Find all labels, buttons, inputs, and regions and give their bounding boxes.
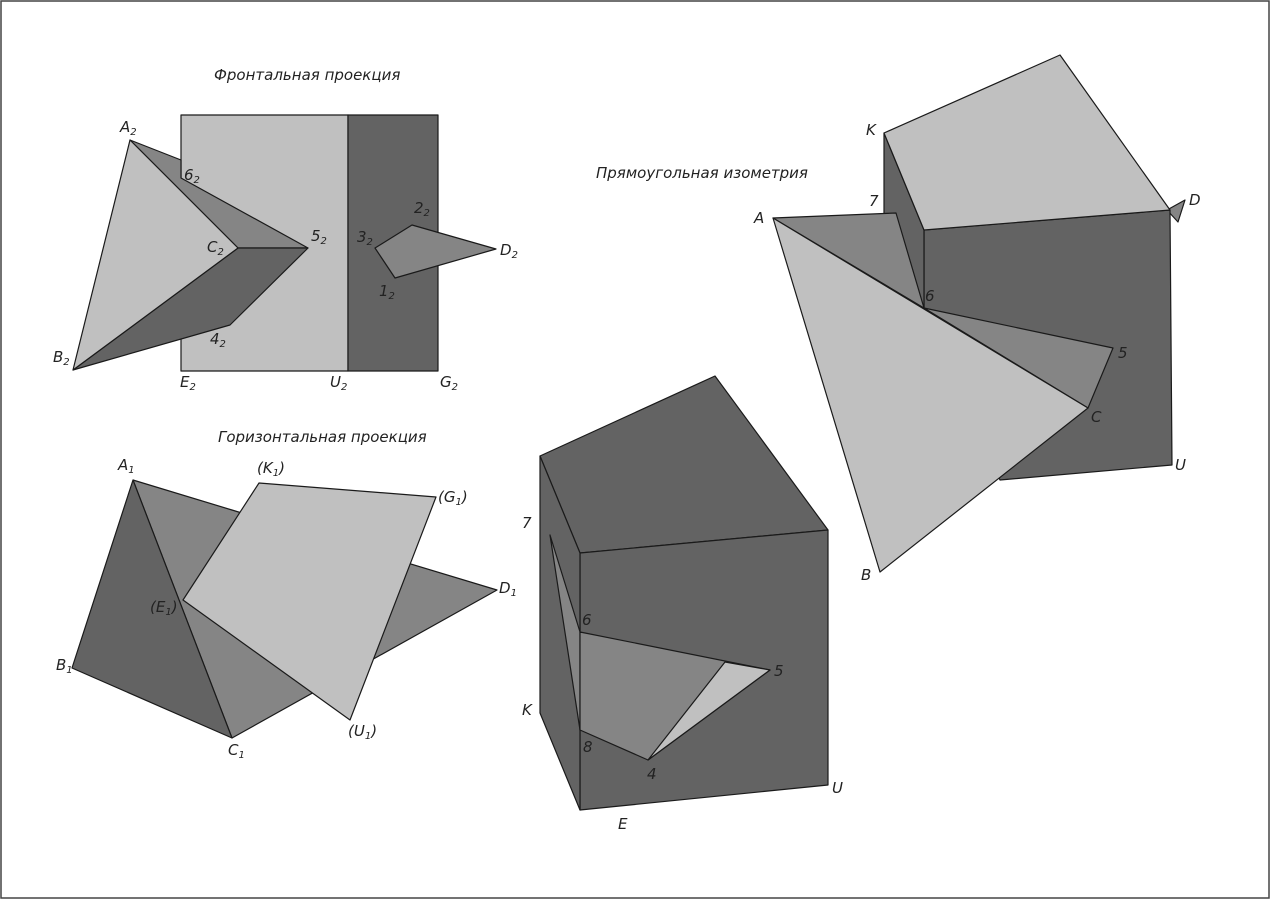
isometry-view-top: Прямоугольная изометрия K 7 D A 6 5 C U … (596, 54, 1201, 584)
frontal-label-U: U2 (330, 373, 347, 393)
iso-bottom-prism-side-face (539, 455, 581, 811)
frontal-labels: A2 62 C2 52 32 22 D2 12 42 B2 E2 U2 G2 (53, 118, 518, 393)
horizontal-projection: Горизонтальная проекция A1 (K1) (G1) D1 … (56, 428, 517, 761)
horizontal-label-G: (G1) (438, 488, 468, 508)
horizontal-labels: A1 (K1) (G1) D1 (E1) B1 C1 (U1) (56, 456, 517, 761)
iso-top-label-6: 6 (925, 287, 935, 305)
horizontal-label-E: (E1) (150, 598, 178, 618)
iso-bottom-label-U: U (832, 779, 843, 797)
horizontal-title: Горизонтальная проекция (218, 428, 427, 446)
frontal-label-C: C2 (207, 238, 224, 258)
horizontal-prism-face (182, 482, 437, 721)
frontal-geometry (72, 114, 497, 372)
frontal-pyramid-exit-face (374, 224, 497, 279)
frontal-label-3: 32 (357, 228, 373, 248)
iso-bottom-labels: 7 6 5 K 8 4 U E (522, 514, 843, 833)
iso-top-label-D: D (1189, 191, 1201, 209)
frontal-label-G: G2 (440, 373, 458, 393)
iso-top-labels: K 7 D A 6 5 C U B (753, 121, 1201, 584)
iso-top-tip-face (1166, 199, 1186, 223)
iso-top-pyramid-front-face (772, 217, 1089, 573)
isometry-view-bottom: 7 6 5 K 8 4 U E (522, 375, 843, 833)
frontal-label-E: E2 (180, 373, 196, 393)
horizontal-label-A: A1 (117, 456, 135, 476)
frontal-label-A: A2 (119, 118, 137, 138)
iso-top-geometry (772, 54, 1186, 573)
iso-top-label-K: K (866, 121, 877, 139)
frontal-pyramid-front-face (72, 139, 239, 371)
iso-bottom-label-K: K (522, 701, 533, 719)
horizontal-pyramid-left-face (71, 479, 233, 739)
frontal-label-4: 42 (210, 330, 226, 350)
horizontal-geometry (71, 479, 498, 739)
iso-top-label-7: 7 (869, 192, 879, 210)
frontal-projection: Фронтальная проекция A2 62 C2 52 32 22 D… (53, 66, 518, 393)
frontal-label-6: 62 (184, 166, 200, 186)
frontal-label-D: D2 (500, 241, 518, 261)
horizontal-label-C: C1 (228, 741, 245, 761)
horizontal-label-B: B1 (56, 656, 73, 676)
frontal-label-B: B2 (53, 348, 70, 368)
iso-top-label-B: B (861, 566, 871, 584)
isometry-title: Прямоугольная изометрия (596, 164, 808, 182)
iso-bottom-label-7: 7 (522, 514, 532, 532)
iso-bottom-label-8: 8 (583, 738, 593, 756)
iso-top-label-A: A (753, 209, 764, 227)
iso-bottom-cut-light-face (647, 661, 771, 761)
iso-top-label-U: U (1175, 456, 1186, 474)
frontal-label-5: 52 (311, 227, 327, 247)
iso-top-label-C: C (1091, 408, 1102, 426)
horizontal-label-U: (U1) (348, 722, 377, 742)
frontal-label-1: 12 (379, 282, 395, 302)
iso-bottom-label-4: 4 (647, 765, 657, 783)
iso-bottom-geometry (539, 375, 829, 811)
iso-top-label-5: 5 (1118, 344, 1128, 362)
horizontal-label-K: (K1) (257, 459, 285, 479)
frontal-label-2: 22 (414, 199, 430, 219)
iso-bottom-label-E: E (618, 815, 628, 833)
horizontal-label-D: D1 (499, 579, 517, 599)
iso-bottom-label-6: 6 (582, 611, 592, 629)
iso-bottom-label-5: 5 (774, 662, 784, 680)
iso-top-prism-top-face (883, 54, 1171, 231)
frontal-title: Фронтальная проекция (214, 66, 400, 84)
